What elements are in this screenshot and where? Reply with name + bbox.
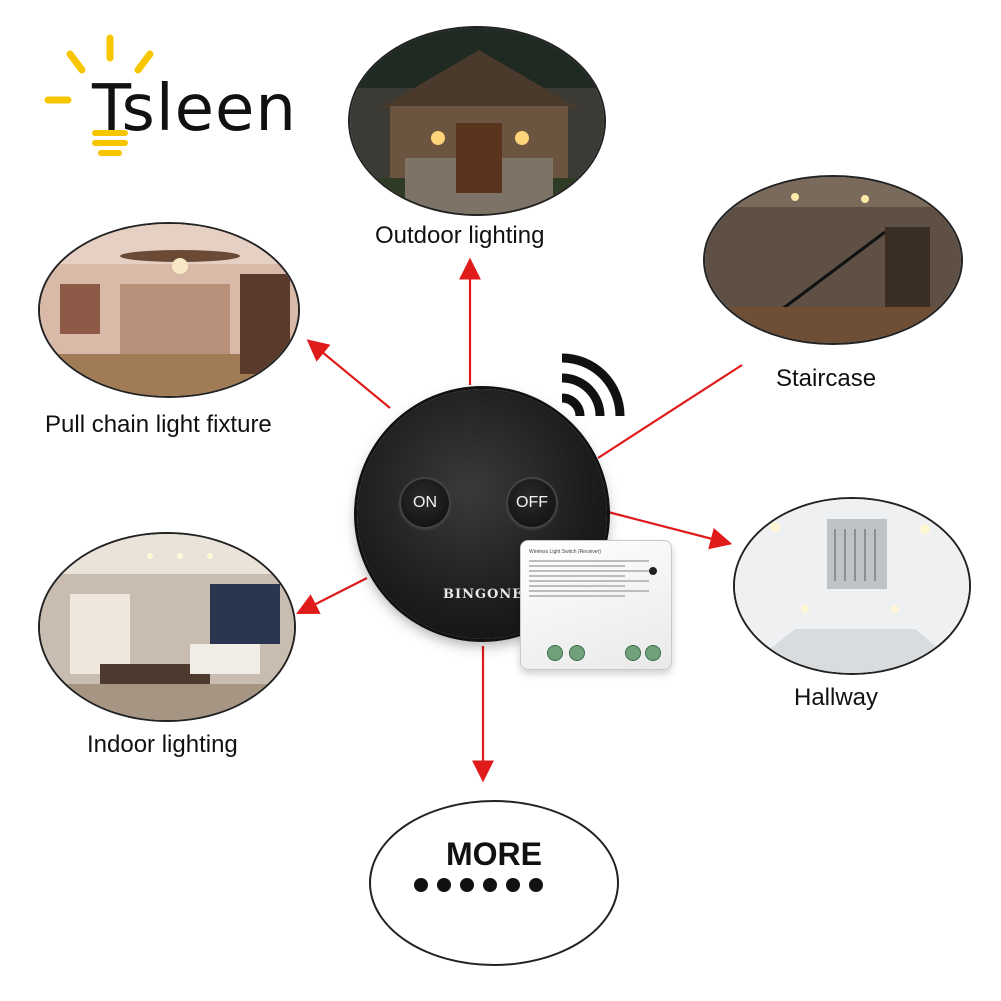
caption-outdoor-lighting: Outdoor lighting xyxy=(375,222,545,249)
staircase-photo xyxy=(703,175,963,345)
logo-text: Tsleen xyxy=(92,72,297,146)
off-button[interactable]: OFF xyxy=(506,477,558,529)
caption-pull-chain: Pull chain light fixture xyxy=(45,411,272,438)
more-label: MORE xyxy=(446,836,542,872)
receiver-led xyxy=(649,567,657,575)
more-dots xyxy=(414,878,552,897)
hallway-photo xyxy=(733,497,971,675)
terminal-screw xyxy=(625,645,641,661)
caption-staircase: Staircase xyxy=(776,365,877,392)
arrow-pull-chain xyxy=(306,339,391,409)
receiver-spec-lines xyxy=(529,557,649,600)
terminal-screw xyxy=(569,645,585,661)
receiver-title: Wireless Light Switch (Receiver) xyxy=(529,549,601,555)
terminal-screw xyxy=(645,645,661,661)
caption-hallway: Hallway xyxy=(794,684,879,711)
more-bubble[interactable]: MORE xyxy=(369,800,619,966)
indoor-lighting-photo xyxy=(38,532,296,722)
caption-indoor-lighting: Indoor lighting xyxy=(87,731,238,758)
lightbulb-logo-icon xyxy=(44,34,154,156)
arrow-indoor xyxy=(296,577,368,614)
arrow-staircase xyxy=(597,364,743,459)
outdoor-lighting-photo xyxy=(348,26,606,216)
receiver-module: Wireless Light Switch (Receiver) xyxy=(520,540,672,670)
remote-brand: BINGONE xyxy=(443,587,524,602)
pull-chain-fixture-photo xyxy=(38,222,300,398)
arrow-hallway xyxy=(607,510,733,550)
wireless-signal-icon xyxy=(561,353,625,417)
terminal-screw xyxy=(547,645,563,661)
on-button[interactable]: ON xyxy=(399,477,451,529)
